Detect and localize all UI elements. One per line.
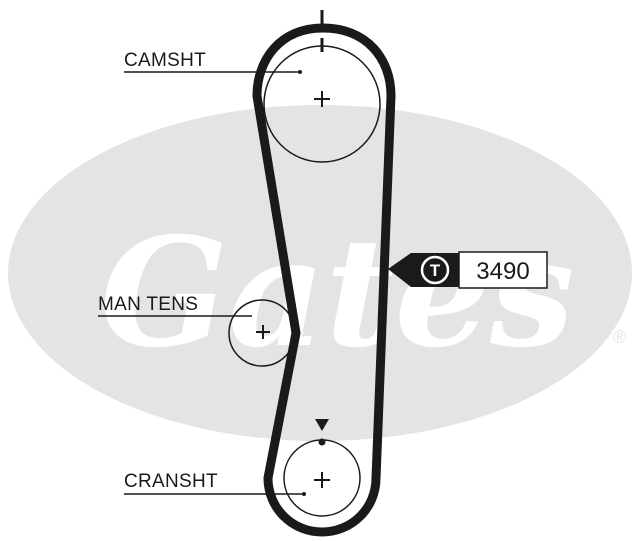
- tag-badge: [420, 255, 450, 285]
- camshaft-label: CAMSHT: [124, 50, 206, 71]
- leader-lines: [98, 71, 304, 495]
- registered-mark: ®: [613, 327, 626, 347]
- logo-oval: [8, 105, 632, 441]
- crank-timing-arrow: [315, 419, 329, 431]
- part-number: 3490: [476, 258, 529, 285]
- crankshaft-label: CRANSHT: [124, 471, 218, 492]
- crankshaft-pulley: [283, 438, 361, 517]
- tag-badge-letter: T: [430, 261, 441, 280]
- tensioner-label: MAN TENS: [98, 294, 198, 315]
- gates-logo-watermark: Gates ®: [8, 105, 632, 441]
- part-number-tag: T 3490: [388, 251, 548, 289]
- logo-text: Gates: [100, 205, 574, 381]
- timing-belt: [252, 23, 396, 537]
- tensioner-pulley: [228, 299, 296, 367]
- tag-box: [458, 251, 548, 289]
- camshaft-pulley: [263, 45, 381, 163]
